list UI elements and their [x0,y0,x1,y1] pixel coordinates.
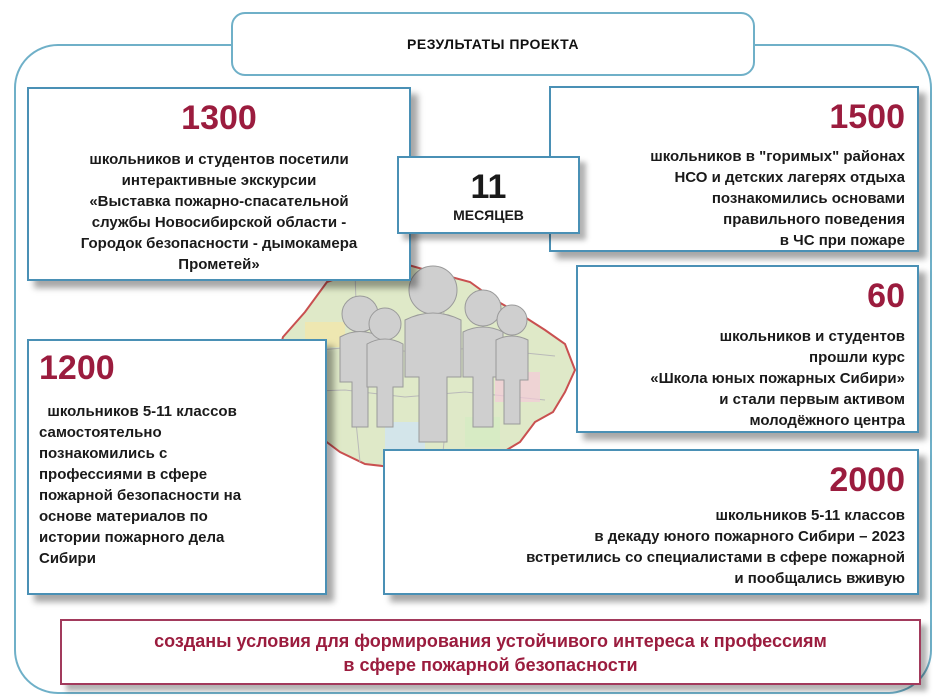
stat-text-line: школьников и студентов [719,328,905,345]
stat-number: 1500 [829,98,905,136]
conclusion-box: созданы условия для формирования устойчи… [60,619,921,685]
stat-text-line: Прометей» [178,256,260,273]
stat-card-1300: 1300 школьников и студентов посетили инт… [27,87,411,281]
stat-text-line: правильного поведения [723,211,905,228]
stat-text-line: службы Новосибирской области - [91,214,347,231]
stat-number: 60 [867,277,905,315]
duration-box: 11 МЕСЯЦЕВ [397,156,580,234]
stat-text-line: и пообщались вживую [734,570,905,587]
stat-text-line: самостоятельно [39,424,162,441]
page-title: РЕЗУЛЬТАТЫ ПРОЕКТА [231,12,755,76]
stat-text-line: молодёжного центра [749,412,905,429]
stat-text-line: истории пожарного дела [39,529,225,546]
region-map-people-illustration [273,262,577,476]
stat-number: 1300 [181,99,257,137]
stat-text-line: интерактивные экскурсии [121,172,317,189]
stat-card-60: 60 школьников и студентов прошли курс «Ш… [576,265,919,433]
stat-text-line: познакомились с [39,445,168,462]
conclusion-line: созданы условия для формирования устойчи… [154,631,827,651]
stat-text-line: школьников 5-11 классов [715,507,906,524]
stat-text-line: познакомились основами [711,190,905,207]
stat-text-line: прошли курс [809,349,905,366]
conclusion-line: в сфере пожарной безопасности [343,655,638,675]
stat-text-line: Городок безопасности - дымокамера [80,235,358,252]
stat-text-line: профессиями в сфере [39,466,208,483]
stat-text-line: пожарной безопасности на [39,487,242,504]
stat-text-line: встретились со специалистами в сфере пож… [526,549,905,566]
stat-text-line: НСО и детских лагерях отдыха [674,169,905,186]
duration-label: МЕСЯЦЕВ [453,207,524,223]
stat-text-line: школьников 5-11 классов [39,403,237,420]
duration-number: 11 [470,168,507,206]
stat-card-2000: 2000 школьников 5-11 классов в декаду юн… [383,449,919,595]
stat-text-line: в декаду юного пожарного Сибири – 2023 [594,528,905,545]
stat-text-line: в ЧС при пожаре [779,232,905,249]
stat-text-line: школьников и студентов посетили [89,151,349,168]
stat-text-line: «Школа юных пожарных Сибири» [650,370,905,387]
stat-text-line: и стали первым активом [719,391,905,408]
stat-number: 1200 [39,349,115,387]
stat-text-line: школьников в "горимых" районах [650,148,905,165]
people-group [339,265,529,443]
stat-number: 2000 [829,461,905,499]
stat-text-line: «Выставка пожарно-спасательной [89,193,349,210]
stat-card-1200: 1200 школьников 5-11 классов самостоятел… [27,339,327,595]
stat-card-1500: 1500 школьников в "горимых" районах НСО … [549,86,919,252]
stat-text-line: Сибири [39,550,96,567]
stat-text-line: основе материалов по [39,508,208,525]
